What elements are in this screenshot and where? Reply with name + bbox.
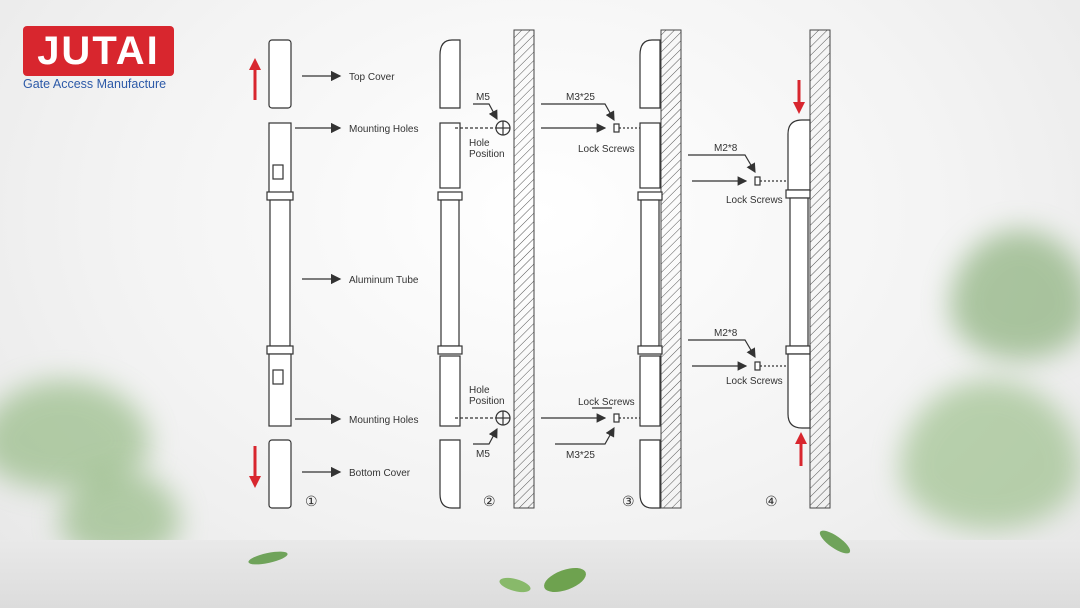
step-3-top-block (639, 122, 661, 189)
step-4-direction-arrows (793, 80, 807, 466)
leaf-floor-left (248, 551, 288, 565)
step-2-bottom-collar (437, 345, 463, 355)
top-mount-block (268, 122, 292, 196)
step-number-1: ① (305, 493, 318, 509)
step-4-bottom-collar (785, 345, 811, 355)
step-number-4: ④ (765, 493, 778, 509)
label-position-bottom: Position (469, 396, 505, 407)
step-4-bottom-cover (787, 353, 811, 429)
leaf-floor-center (544, 567, 586, 593)
label-m3x25-bottom: M3*25 (566, 450, 595, 461)
label-m2x8-top: M2*8 (714, 143, 738, 154)
label-m5-bottom: M5 (476, 449, 490, 460)
step-4-top-collar (785, 189, 811, 199)
label-position-top: Position (469, 149, 505, 160)
step-3-bottom-block (639, 355, 661, 427)
step-3-screws (541, 103, 640, 445)
step-3-bottom-cover (639, 439, 661, 509)
brand-tagline: Gate Access Manufacture (23, 77, 167, 91)
floor-surface (0, 540, 1080, 608)
label-aluminum-tube: Aluminum Tube (349, 275, 419, 286)
step-1-direction-arrows (249, 58, 261, 488)
step-3-bottom-collar (637, 345, 663, 355)
leaf-floor-right (819, 530, 851, 554)
bottom-cover (268, 439, 292, 509)
top-cover (268, 39, 292, 109)
brand-logo: JUTAI (23, 26, 174, 76)
label-lock-screws-step3-bottom: Lock Screws (578, 397, 635, 408)
step-4-screws (688, 154, 786, 371)
step-4-top-cover (787, 119, 811, 191)
aluminum-tube-part (269, 199, 291, 347)
label-lock-screws-step4-top: Lock Screws (726, 195, 783, 206)
step-1-callouts (295, 70, 342, 478)
step-2-tube (440, 199, 460, 347)
label-top-cover: Top Cover (349, 72, 395, 83)
leaf-floor-center-small (499, 577, 531, 593)
label-m2x8-bottom: M2*8 (714, 328, 738, 339)
wall-step-4 (809, 29, 831, 509)
step-4-view (785, 119, 811, 429)
label-lock-screws-step4-bottom: Lock Screws (726, 376, 783, 387)
top-collar (266, 191, 294, 201)
bottom-mount-window (272, 369, 284, 385)
step-3-view (637, 39, 663, 509)
step-2-top-collar (437, 191, 463, 201)
step-number-2: ② (483, 493, 496, 509)
label-hole-bottom: Hole (469, 385, 490, 396)
step-3-top-collar (637, 191, 663, 201)
step-2-top-block (439, 122, 461, 189)
step-3-top-cover (639, 39, 661, 109)
step-2-hole-markers (455, 103, 511, 445)
label-bottom-cover: Bottom Cover (349, 468, 411, 479)
step-1-exploded-view (266, 39, 294, 509)
top-mount-window (272, 164, 284, 180)
label-lock-screws-step3-top: Lock Screws (578, 144, 635, 155)
label-m5-top: M5 (476, 92, 490, 103)
label-mounting-holes-top: Mounting Holes (349, 124, 418, 135)
step-4-tube (789, 197, 809, 347)
bottom-mount-block (268, 353, 292, 427)
step-2-bottom-cover (439, 439, 461, 509)
label-mounting-holes-bottom: Mounting Holes (349, 415, 418, 426)
label-hole-top: Hole (469, 138, 490, 149)
wall-step-3 (660, 29, 682, 509)
bottom-collar (266, 345, 294, 355)
step-2-view (437, 39, 463, 509)
step-3-tube (640, 199, 660, 347)
step-2-top-cover (439, 39, 461, 109)
step-number-3: ③ (622, 493, 635, 509)
wall-step-2 (513, 29, 535, 509)
background-leaf-right (950, 230, 1080, 360)
step-2-bottom-block (439, 355, 461, 427)
background-leaf-right-lower (900, 380, 1080, 530)
label-m3x25-top: M3*25 (566, 92, 595, 103)
